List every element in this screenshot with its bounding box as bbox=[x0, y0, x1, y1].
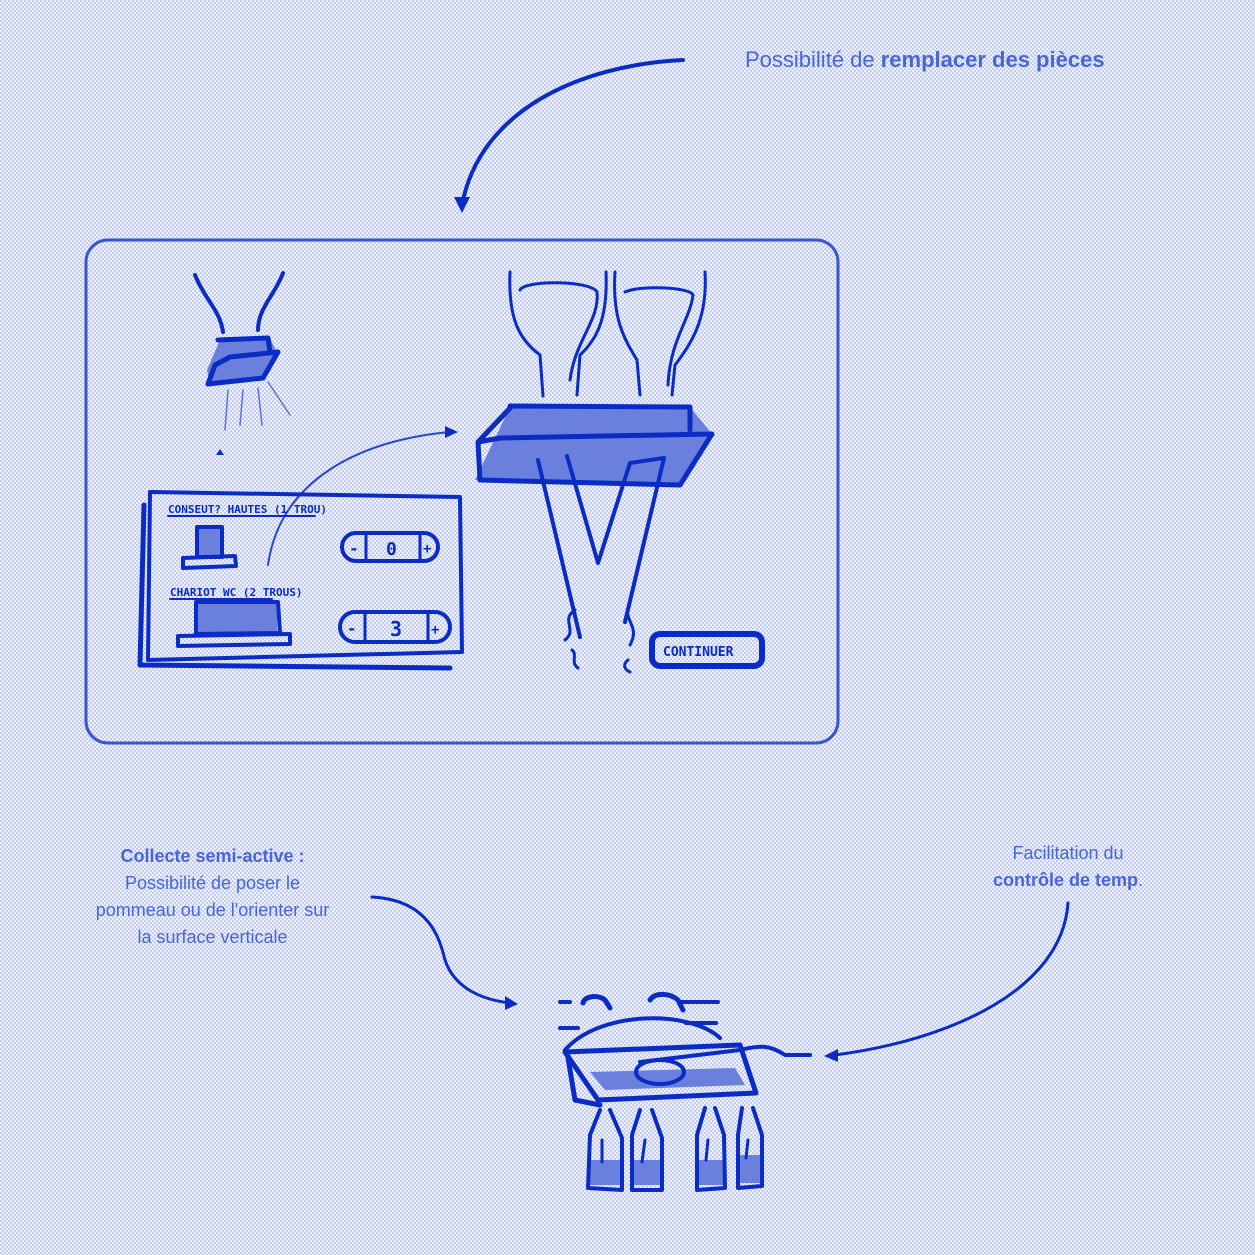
quantity-stepper-option1[interactable]: - 0 + bbox=[340, 531, 440, 563]
stepper2-value: 3 bbox=[390, 617, 402, 641]
arrow-right-annotation-icon bbox=[801, 901, 1070, 1062]
shower-head-icon bbox=[193, 271, 291, 455]
stepper1-plus-button[interactable]: + bbox=[423, 541, 431, 557]
stepper1-value: 0 bbox=[386, 539, 397, 560]
annotation-temperature-control: Facilitation du contrôle de temp. bbox=[950, 840, 1186, 894]
arrow-panel-to-tray-icon bbox=[267, 426, 458, 566]
bottle-collection-tray-icon bbox=[558, 991, 812, 1192]
annotation-replace-parts: Possibilité de remplacer des pièces bbox=[745, 46, 1105, 73]
annotation-semi-active-line1: Possibilité de poser le bbox=[124, 873, 301, 893]
concept-frame bbox=[84, 238, 840, 745]
arrow-top-icon bbox=[454, 58, 685, 213]
annotation-replace-parts-bold: remplacer des pièces bbox=[880, 47, 1105, 72]
annotation-replace-parts-prefix: Possibilité de bbox=[745, 47, 881, 72]
annotation-temperature-suffix: . bbox=[1138, 870, 1144, 890]
annotation-temperature-bold: contrôle de temp bbox=[992, 870, 1138, 890]
annotation-semi-active-title: Collecte semi-active : bbox=[120, 846, 305, 866]
stepper2-plus-button[interactable]: + bbox=[431, 622, 439, 638]
option1-label: CONSEUT? HAUTES (1 TROU) bbox=[168, 503, 327, 516]
arrow-left-annotation-icon bbox=[370, 895, 518, 1010]
double-funnel-tray-icon bbox=[475, 270, 715, 674]
quantity-stepper-option2[interactable]: - 3 + bbox=[338, 610, 452, 644]
continue-button-label[interactable]: CONTINUER bbox=[663, 645, 734, 660]
annotation-semi-active-line2: pommeau ou de l'orienter sur bbox=[95, 900, 330, 920]
stepper2-minus-button[interactable]: - bbox=[347, 619, 357, 638]
stepper1-minus-button[interactable]: - bbox=[349, 539, 359, 558]
annotation-semi-active-line3: la surface verticale bbox=[137, 927, 288, 947]
selection-panel bbox=[137, 490, 464, 671]
annotation-temperature-line1: Facilitation du bbox=[1012, 843, 1124, 863]
continue-button[interactable]: CONTINUER bbox=[649, 631, 765, 669]
annotation-semi-active-collection: Collecte semi-active : Possibilité de po… bbox=[40, 843, 385, 951]
option2-label: CHARIOT WC (2 TROUS) bbox=[170, 586, 302, 599]
